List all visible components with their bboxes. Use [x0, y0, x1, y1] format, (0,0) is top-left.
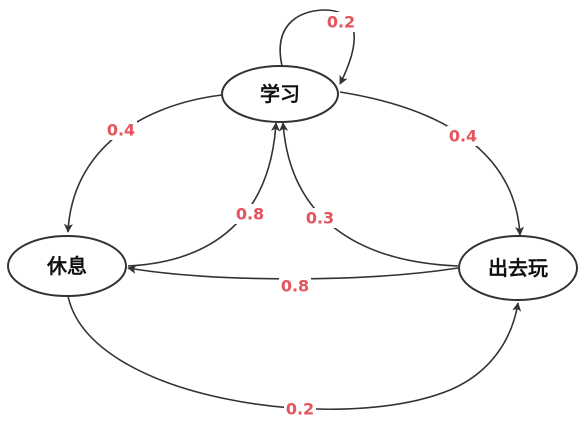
edge-label-study-to-play: 0.4 — [449, 127, 477, 146]
edge-label-rest-to-study-group: 0.8 — [234, 204, 266, 224]
edge-label-study-self-group: 0.2 — [325, 12, 357, 32]
edge-study-to-rest — [63, 94, 223, 233]
edge-study-to-play — [339, 91, 525, 236]
edge-label-study-to-play-group: 0.4 — [447, 126, 479, 146]
edge-label-rest-to-play-group: 0.2 — [284, 399, 316, 419]
node-rest: 休息 — [7, 235, 127, 297]
node-play: 出去玩 — [458, 235, 578, 301]
edge-label-study-self: 0.2 — [327, 13, 355, 32]
edge-rest-to-study — [127, 122, 280, 267]
node-play-shape — [458, 235, 578, 301]
edge-label-play-to-rest-group: 0.8 — [279, 276, 311, 296]
edge-rest-to-play — [67, 295, 522, 410]
edge-label-play-to-study-group: 0.3 — [304, 208, 336, 228]
node-study-label: 学习 — [260, 82, 300, 106]
node-study-shape — [221, 65, 339, 123]
edge-label-play-to-study: 0.3 — [306, 209, 334, 228]
edge-label-play-to-rest: 0.8 — [281, 277, 309, 296]
edge-label-study-to-rest-group: 0.4 — [105, 120, 137, 140]
edge-label-rest-to-play: 0.2 — [286, 400, 314, 419]
edge-study-self-loop — [279, 9, 355, 85]
edge-labels: 0.2 0.4 0.4 0.8 0.3 0.8 0.2 — [105, 12, 479, 419]
node-rest-label: 休息 — [46, 254, 87, 278]
edge-label-study-to-rest: 0.4 — [107, 121, 135, 140]
nodes: 学习 休息 出去玩 — [7, 65, 578, 301]
node-rest-shape — [7, 235, 127, 297]
edge-play-to-study — [279, 122, 459, 267]
edge-label-rest-to-study: 0.8 — [236, 205, 264, 224]
node-play-label: 出去玩 — [488, 256, 548, 280]
node-study: 学习 — [221, 65, 339, 123]
